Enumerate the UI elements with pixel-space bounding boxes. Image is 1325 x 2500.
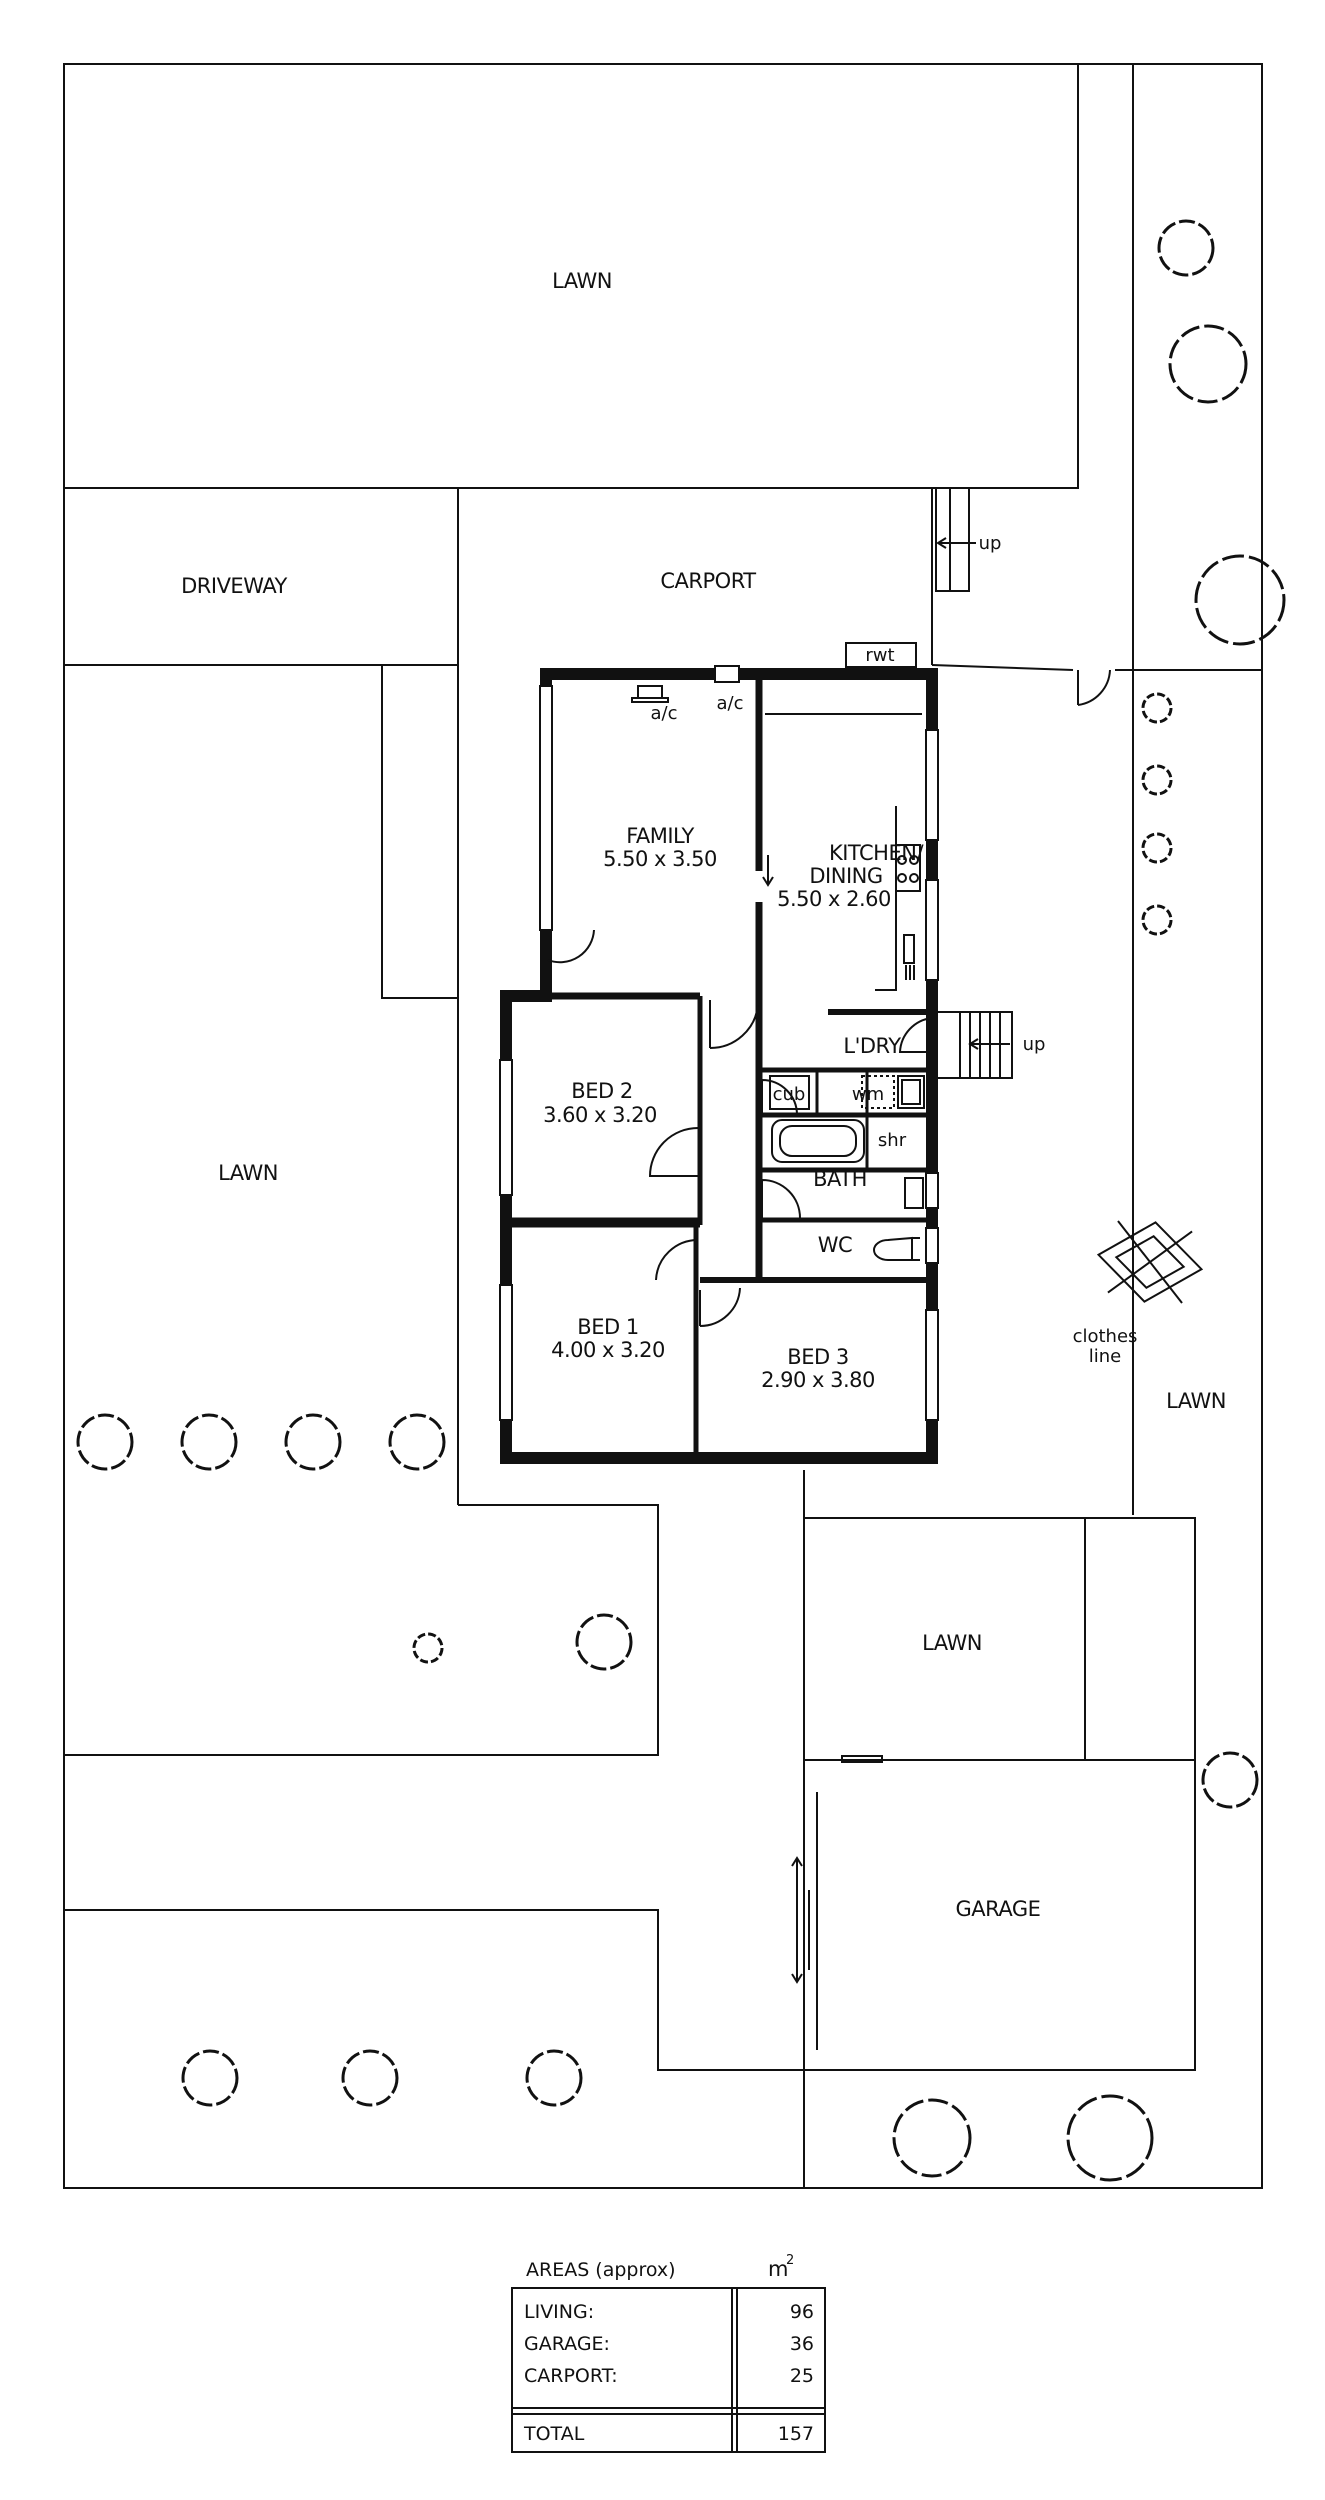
label-kitchen-1: KITCHEN/ [829,841,924,865]
tree-icon [284,1413,342,1471]
label-laundry: L'DRY [843,1034,901,1058]
label-bath: BATH [813,1167,867,1191]
areas-row-value: 96 [790,2301,814,2323]
areas-row-label: LIVING: [524,2301,594,2323]
tree-icons [76,219,1286,2182]
label-cub: cub [773,1084,806,1105]
label-up-side: up [1023,1034,1046,1055]
areas-row-label: GARAGE: [524,2333,610,2355]
label-family-dim: 5.50 x 3.50 [603,847,717,871]
label-lawn-left: LAWN [218,1161,278,1185]
tree-icon [575,1613,633,1671]
labels: LAWN DRIVEWAY CARPORT rwt up a/c a/c FAM… [181,269,1226,1921]
label-kitchen-2: DINING [809,864,882,888]
areas-unit-sup: 2 [786,2253,794,2268]
areas-row-value: 36 [790,2333,814,2355]
arrows [762,537,1010,1984]
wet-area-fixtures [769,1075,925,1261]
label-bed3-dim: 2.90 x 3.80 [761,1368,875,1392]
label-bed2: BED 2 [571,1079,632,1103]
services [631,642,917,703]
tree-icon [525,2049,583,2107]
label-bed3: BED 3 [787,1345,848,1369]
tree-icon [1168,324,1248,404]
label-ac-2: a/c [717,693,744,714]
label-ac-1: a/c [651,703,678,724]
areas-row-label: CARPORT: [524,2365,618,2387]
label-lawn-right: LAWN [1166,1389,1226,1413]
label-garage: GARAGE [956,1897,1041,1921]
areas-title: AREAS (approx) [526,2259,676,2281]
areas-total-label: TOTAL [523,2423,585,2445]
label-kitchen-dim: 5.50 x 2.60 [777,887,891,911]
tree-icon [180,1413,238,1471]
tree-icon [1201,1751,1259,1809]
tree-icon [76,1413,134,1471]
label-wm: wm [852,1084,884,1105]
label-rwt: rwt [865,645,894,666]
tree-icon [1066,2094,1154,2182]
label-lawn-mid: LAWN [922,1631,982,1655]
tree-icon [1157,219,1215,277]
areas-total-value: 157 [778,2423,814,2445]
tree-icon [1141,764,1173,796]
areas-unit: m [768,2257,788,2281]
label-family: FAMILY [626,824,694,848]
tree-icon [1141,904,1173,936]
tree-icon [412,1632,444,1664]
tree-icon [1141,832,1173,864]
label-clothes-2: line [1089,1346,1121,1367]
areas-row-value: 25 [790,2365,814,2387]
house-walls [500,668,938,1464]
tree-icon [1194,554,1286,646]
tree-icon [181,2049,239,2107]
label-shr: shr [878,1130,907,1151]
label-carport: CARPORT [660,569,756,593]
windows [499,685,939,1421]
gate [1077,669,1111,706]
site-lines [63,63,1263,2189]
label-lawn-top: LAWN [552,269,612,293]
tree-icon [341,2049,399,2107]
label-bed2-dim: 3.60 x 3.20 [543,1103,657,1127]
label-wc: WC [818,1233,852,1257]
tree-icon [388,1413,446,1471]
label-up-top: up [979,533,1002,554]
label-bed1-dim: 4.00 x 3.20 [551,1338,665,1362]
label-bed1: BED 1 [577,1315,638,1339]
label-driveway: DRIVEWAY [181,574,287,598]
kitchen-fixtures [875,806,921,991]
clothes-line-icon [1096,1220,1204,1304]
tree-icon [892,2098,972,2178]
tree-icon [1141,692,1173,724]
areas-table: AREAS (approx) m 2 LIVING: 96 GARAGE: 36… [511,2253,826,2453]
label-clothes-1: clothes [1073,1326,1138,1347]
doors [545,929,933,1328]
